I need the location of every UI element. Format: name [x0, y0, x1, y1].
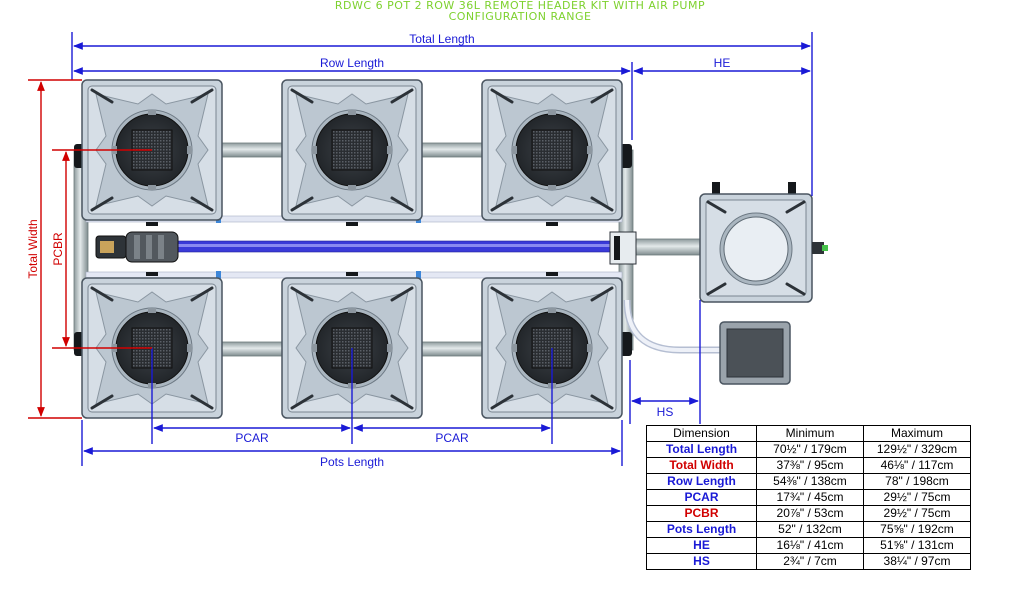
pots-length-label: Pots Length: [320, 455, 384, 469]
dimension-lines: [71, 32, 813, 466]
row-min: 2¾" / 7cm: [756, 553, 864, 570]
row-length-label: Row Length: [320, 56, 384, 70]
row-max: 29½" / 75cm: [863, 489, 971, 506]
row-label: PCAR: [646, 489, 757, 506]
row-label: Total Width: [646, 457, 757, 474]
row-label: PCBR: [646, 505, 757, 522]
pot-clips: [146, 222, 558, 276]
pipe-end-caps: [74, 144, 637, 356]
dimension-lines-red: [28, 79, 152, 419]
row-label: Row Length: [646, 473, 757, 490]
row-min: 70½" / 179cm: [756, 441, 864, 458]
row-min: 52" / 132cm: [756, 521, 864, 538]
pot-top-3: [480, 78, 624, 222]
he-label: HE: [714, 56, 731, 70]
air-line-highlight: [120, 244, 625, 247]
air-pump: [719, 321, 791, 385]
row-min: 54⅜" / 138cm: [756, 473, 864, 490]
pcar-left-label: PCAR: [235, 431, 269, 445]
table-header-maximum: Maximum: [863, 425, 971, 442]
table-header-row: Dimension Minimum Maximum: [646, 425, 971, 442]
row-max: 29½" / 75cm: [863, 505, 971, 522]
header-tank: [699, 182, 828, 303]
row-max: 38¼" / 97cm: [863, 553, 971, 570]
table-header-dimension: Dimension: [646, 425, 757, 442]
total-length-label: Total Length: [409, 32, 474, 46]
pcar-right-label: PCAR: [435, 431, 469, 445]
title-line-2: CONFIGURATION RANGE: [448, 10, 592, 23]
pcbr-label: PCBR: [51, 232, 65, 266]
row-min: 20⅞" / 53cm: [756, 505, 864, 522]
row-max: 75⅝" / 192cm: [863, 521, 971, 538]
table-header-minimum: Minimum: [756, 425, 864, 442]
hs-label: HS: [657, 405, 674, 419]
row-min: 37⅜" / 95cm: [756, 457, 864, 474]
row-label: Total Length: [646, 441, 757, 458]
title-line-1: RDWC 6 POT 2 ROW 36L REMOTE HEADER KIT W…: [334, 0, 706, 12]
water-pump: [95, 231, 179, 263]
row-label: HE: [646, 537, 757, 554]
row-max: 78" / 198cm: [863, 473, 971, 490]
diagram-title: RDWC 6 POT 2 ROW 36L REMOTE HEADER KIT W…: [200, 0, 840, 22]
pot-top-2: [280, 78, 424, 222]
row-max: 51⅝" / 131cm: [863, 537, 971, 554]
row-max: 129½" / 329cm: [863, 441, 971, 458]
row-label: Pots Length: [646, 521, 757, 538]
row-min: 17¾" / 45cm: [756, 489, 864, 506]
row-min: 16⅛" / 41cm: [756, 537, 864, 554]
total-width-label: Total Width: [26, 219, 40, 278]
row-label: HS: [646, 553, 757, 570]
row-max: 46⅛" / 117cm: [863, 457, 971, 474]
